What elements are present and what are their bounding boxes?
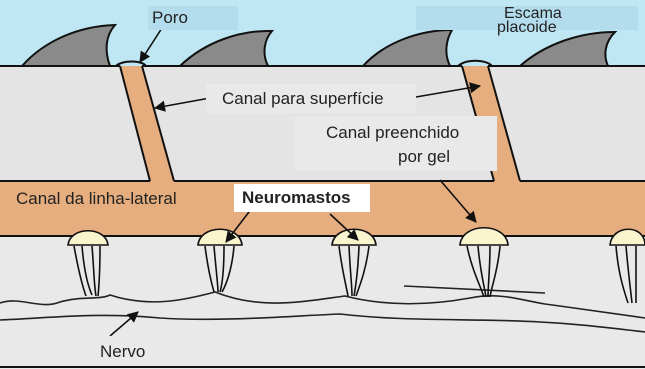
label-canal-superficie: Canal para superfície <box>206 84 416 113</box>
label-poro: Poro <box>148 6 238 30</box>
label-nervo: Nervo <box>84 336 170 366</box>
label-canal-gel-line1: Canal preenchido <box>326 124 459 141</box>
label-neuromastos: Neuromastos <box>234 184 370 212</box>
label-placoide: placoide <box>497 20 557 36</box>
label-canal-linha-lateral: Canal da linha-lateral <box>16 190 177 207</box>
label-canal-gel-line2: por gel <box>398 148 450 165</box>
